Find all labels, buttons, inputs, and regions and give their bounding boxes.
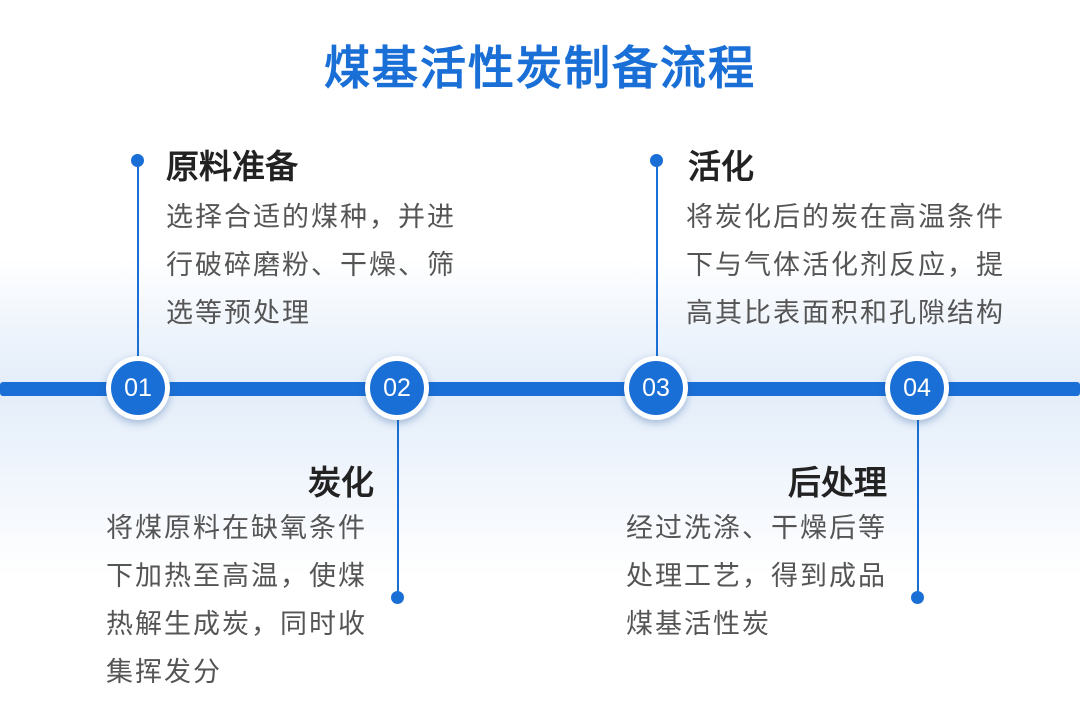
desc-line: 经过洗涤、干燥后等 (626, 513, 887, 544)
step-02-desc: 将煤原料在缺氧条件 下加热至高温，使煤 热解生成炭，同时收 集挥发分 (106, 505, 367, 697)
dot-03 (650, 154, 663, 167)
page-title: 煤基活性炭制备流程 (324, 41, 756, 95)
step-04-desc: 经过洗涤、干燥后等 处理工艺，得到成品 煤基活性炭 (626, 505, 887, 649)
dot-04 (911, 591, 924, 604)
desc-line: 将炭化后的炭在高温条件 (686, 202, 1005, 233)
desc-line: 选择合适的煤种，并进 (166, 202, 456, 233)
desc-line: 处理工艺，得到成品 (626, 561, 887, 592)
connector-03 (656, 160, 658, 360)
node-02: 02 (365, 356, 429, 420)
node-02-number: 02 (370, 361, 424, 415)
timeline-bar (0, 382, 1080, 396)
node-04: 04 (885, 356, 949, 420)
desc-line: 热解生成炭，同时收 (106, 609, 367, 640)
connector-01 (137, 160, 139, 360)
step-01-title: 原料准备 (166, 147, 298, 186)
desc-line: 集挥发分 (106, 657, 222, 688)
dot-01 (131, 154, 144, 167)
node-04-number: 04 (890, 361, 944, 415)
desc-line: 将煤原料在缺氧条件 (106, 513, 367, 544)
step-01-desc: 选择合适的煤种，并进 行破碎磨粉、干燥、筛 选等预处理 (166, 194, 456, 338)
desc-line: 选等预处理 (166, 298, 311, 329)
dot-02 (391, 591, 404, 604)
desc-line: 行破碎磨粉、干燥、筛 (166, 250, 456, 281)
desc-line: 煤基活性炭 (626, 609, 771, 640)
step-03-desc: 将炭化后的炭在高温条件 下与气体活化剂反应，提 高其比表面积和孔隙结构 (686, 194, 1005, 338)
desc-line: 下与气体活化剂反应，提 (686, 250, 1005, 281)
desc-line: 下加热至高温，使煤 (106, 561, 367, 592)
node-03: 03 (624, 356, 688, 420)
connector-04 (917, 418, 919, 598)
node-03-number: 03 (629, 361, 683, 415)
node-01: 01 (106, 356, 170, 420)
step-02-title: 炭化 (308, 463, 374, 502)
node-01-number: 01 (111, 361, 165, 415)
connector-02 (397, 418, 399, 598)
desc-line: 高其比表面积和孔隙结构 (686, 298, 1005, 329)
step-03-title: 活化 (688, 147, 754, 186)
step-04-title: 后处理 (788, 463, 887, 502)
